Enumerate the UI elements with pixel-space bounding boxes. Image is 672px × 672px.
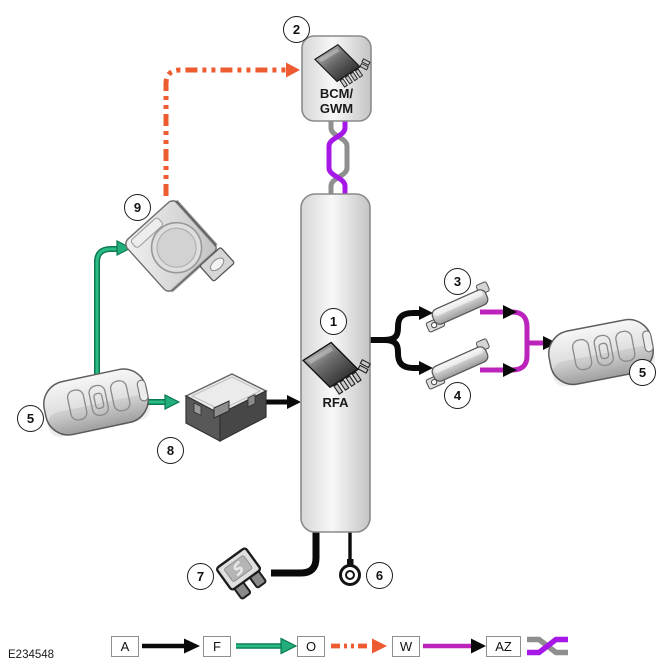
rfa-module-label: RFA [322, 395, 349, 410]
wire-black-rfa-to-fuse [271, 526, 320, 577]
black-arrowhead [503, 363, 517, 377]
wire-black-rfa-to-antennas [366, 306, 433, 375]
callout-1-rfa: 1 [320, 308, 347, 335]
bcm-label-line1: BCM/ [319, 86, 354, 101]
legend-orange-arrowhead [372, 638, 387, 654]
legend-key-o: O [297, 636, 325, 657]
black-arrowhead [419, 361, 433, 375]
figure-id: E234548 [8, 649, 55, 661]
callout-2-bcm: 2 [283, 16, 310, 43]
legend-key-az: AZ [486, 636, 521, 657]
receiver-component [125, 199, 235, 293]
callout-5-fob-left: 5 [17, 405, 44, 432]
black-arrowhead [419, 306, 433, 320]
legend-key-w: W [392, 636, 420, 657]
bcm-module-label: BCM/ GWM [302, 86, 371, 116]
legend-arrows [142, 636, 568, 656]
callout-4-antenna-bottom: 4 [444, 382, 471, 409]
callout-3-antenna-top: 3 [444, 268, 471, 295]
callout-7-fuse: 7 [187, 563, 214, 590]
black-arrowhead [543, 336, 557, 350]
legend-magenta-arrowhead [471, 638, 486, 654]
legend-green-arrowhead [280, 637, 298, 655]
black-arrowhead [503, 305, 517, 319]
bcm-label-line2: GWM [319, 101, 354, 116]
callout-6-ground: 6 [366, 562, 393, 589]
legend-twisted-purple-line [527, 636, 568, 656]
legend-key-a: A [111, 636, 139, 657]
battery-component [184, 373, 268, 442]
legend-black-arrowhead [184, 638, 200, 654]
callout-8-battery: 8 [157, 437, 184, 464]
callout-5-fob-right: 5 [629, 359, 656, 386]
wire-magenta-antennas-to-fob [480, 305, 557, 377]
black-arrowhead [287, 395, 301, 409]
fuse-component [216, 547, 267, 600]
ground-eyelet [339, 564, 361, 586]
green-arrowhead [116, 240, 133, 256]
wire-orange-receiver-to-bcm [163, 62, 300, 196]
wire-twisted-pair-bcm-rfa [326, 118, 350, 198]
key-fob-left [38, 364, 154, 440]
green-arrowhead [164, 394, 181, 410]
wire-green-fob-to-receiver [94, 240, 133, 376]
callout-9-receiver: 9 [124, 194, 151, 221]
orange-arrowhead [286, 62, 300, 78]
legend-key-f: F [203, 636, 231, 657]
